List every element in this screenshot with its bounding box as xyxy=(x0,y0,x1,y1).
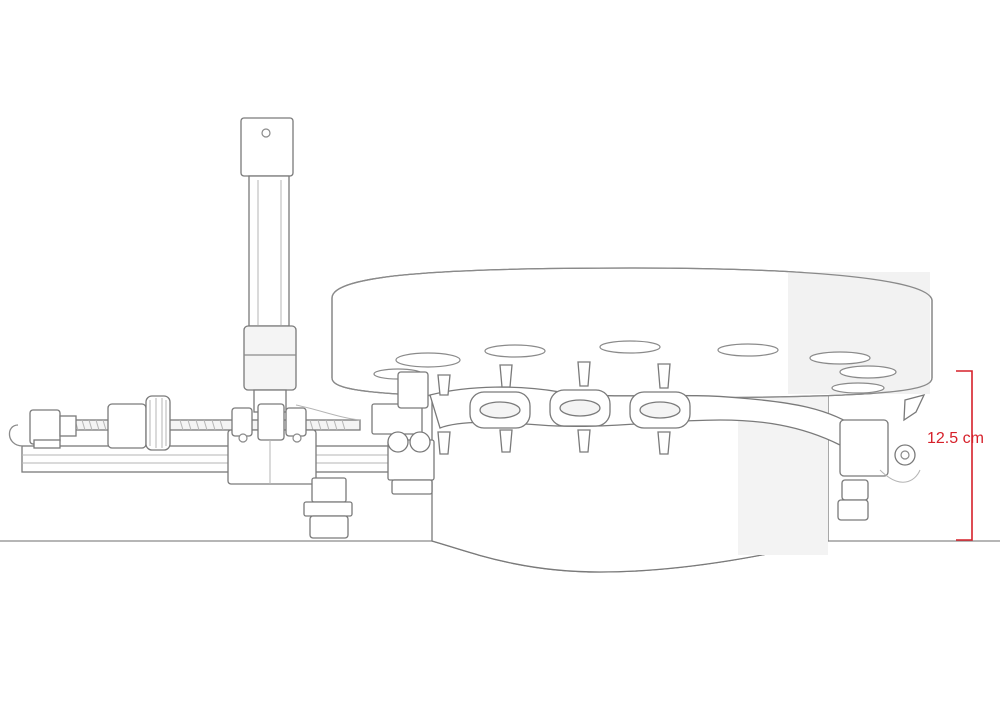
rail-assembly xyxy=(8,371,435,539)
height-dimension: 12.5 cm xyxy=(927,370,984,541)
vertical-post xyxy=(240,117,297,413)
lead-screw xyxy=(69,419,361,431)
dimension-label: 12.5 cm xyxy=(927,430,984,447)
clamp-chain xyxy=(429,361,926,521)
platform-holes xyxy=(373,340,897,394)
round-platform xyxy=(331,267,933,573)
